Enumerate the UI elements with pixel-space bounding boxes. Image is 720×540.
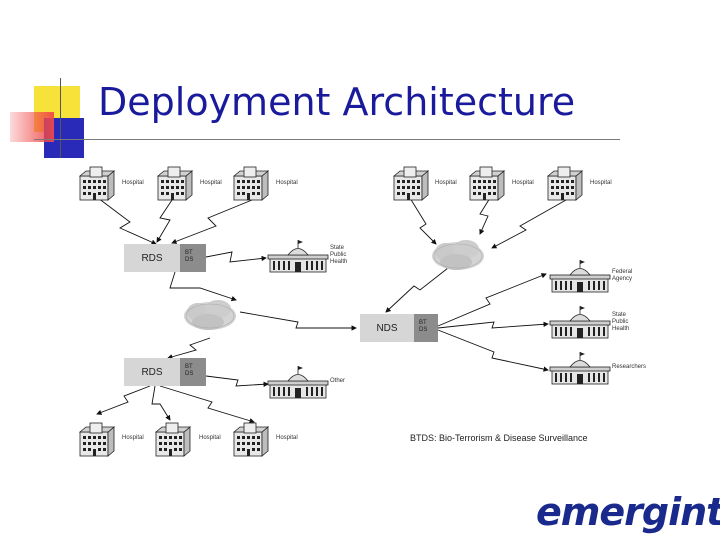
state-public-health-label-right: State Public Health <box>612 312 629 333</box>
hospital-building-tl1 <box>79 166 115 201</box>
link-rds-sph <box>205 251 267 263</box>
rds-top-btds: BT DS <box>180 244 206 272</box>
hospital-label-tl1: Hospital <box>122 180 144 186</box>
federal-agency-building <box>549 259 611 293</box>
link-rds-other <box>205 375 269 387</box>
hospital-building-tr3 <box>547 166 583 201</box>
deco-vertical-line <box>60 78 61 158</box>
researchers-building <box>549 351 611 385</box>
rds-top-btds-1: BT <box>185 250 193 256</box>
page-title: Deployment Architecture <box>98 80 576 124</box>
hospital-building-bl1 <box>79 422 115 457</box>
link-nds-federal <box>437 273 547 327</box>
link-rds-hosp-bl2 <box>151 385 171 421</box>
state-public-health-label: State Public Health <box>330 245 347 266</box>
sph-line-2: Public <box>330 252 347 258</box>
researchers-label: Researchers <box>612 364 647 370</box>
rds-top-node: RDS BT DS <box>124 244 206 272</box>
link-hosp-tr1-cloud <box>409 197 437 245</box>
hospital-label-bl1: Hospital <box>122 435 144 441</box>
sph-line-1: State <box>330 245 345 251</box>
link-cloud-nds <box>239 311 357 331</box>
rds-bottom-label: RDS <box>124 358 180 386</box>
rds-bottom-btds-1: BT <box>185 364 193 370</box>
state-public-health-building-right <box>549 305 611 339</box>
hospital-building-bl3 <box>233 422 269 457</box>
cloud-left <box>183 299 237 331</box>
federal-line-1: Federal <box>612 269 633 275</box>
hospital-building-bl2 <box>155 422 191 457</box>
hospital-building-tr1 <box>393 166 429 201</box>
nds-label: NDS <box>360 314 414 342</box>
link-cloud-nds-right <box>385 267 449 313</box>
nds-node: NDS BT DS <box>360 314 438 342</box>
link-rds-hosp-bl1 <box>96 385 151 415</box>
link-rds-hosp-bl3 <box>159 385 255 424</box>
hospital-label-tr2: Hospital <box>512 180 534 186</box>
hospital-building-tl3 <box>233 166 269 201</box>
link-hosp-tr2-cloud <box>479 197 491 235</box>
sph-line-3: Health <box>330 259 348 265</box>
sph-right-line-3: Health <box>612 326 630 332</box>
other-label: Other <box>330 378 346 384</box>
title-rule <box>34 139 620 140</box>
hospital-label-tr3: Hospital <box>590 180 612 186</box>
hospital-label-tl2: Hospital <box>200 180 222 186</box>
deco-red-square <box>10 112 54 142</box>
hospital-label-bl2: Hospital <box>199 435 221 441</box>
hospital-label-bl3: Hospital <box>276 435 298 441</box>
link-hosp-tr3-cloud <box>491 199 567 249</box>
nds-btds-1: BT <box>419 320 427 326</box>
hospital-building-tr2 <box>469 166 505 201</box>
sph-right-line-2: Public <box>612 319 629 325</box>
link-hosp-tl3-rds <box>171 199 253 244</box>
rds-top-btds-2: DS <box>185 257 194 263</box>
link-nds-researchers <box>437 329 549 372</box>
state-public-health-building <box>267 239 329 273</box>
nds-btds-2: DS <box>419 327 428 333</box>
hospital-label-tr1: Hospital <box>435 180 457 186</box>
link-hosp-tl1-rds <box>97 197 157 245</box>
nds-btds: BT DS <box>414 314 438 342</box>
rds-bottom-btds-2: DS <box>185 371 194 377</box>
link-cloud-rds <box>167 337 211 360</box>
rds-bottom-btds: BT DS <box>180 358 206 386</box>
link-rds-cloud <box>169 271 237 302</box>
sph-right-line-1: State <box>612 312 627 318</box>
hospital-label-tl3: Hospital <box>276 180 298 186</box>
btds-legend: BTDS: Bio-Terrorism & Disease Surveillan… <box>410 433 588 443</box>
cloud-right <box>431 239 485 271</box>
hospital-building-tl2 <box>157 166 193 201</box>
link-hosp-tl2-rds <box>156 199 173 243</box>
rds-top-label: RDS <box>124 244 180 272</box>
federal-line-2: Agency <box>612 276 633 282</box>
link-nds-sph-right <box>437 321 549 329</box>
rds-bottom-node: RDS BT DS <box>124 358 206 386</box>
other-building <box>267 365 329 399</box>
emergint-logo: emergint <box>536 490 720 534</box>
federal-agency-label: Federal Agency <box>612 269 632 283</box>
